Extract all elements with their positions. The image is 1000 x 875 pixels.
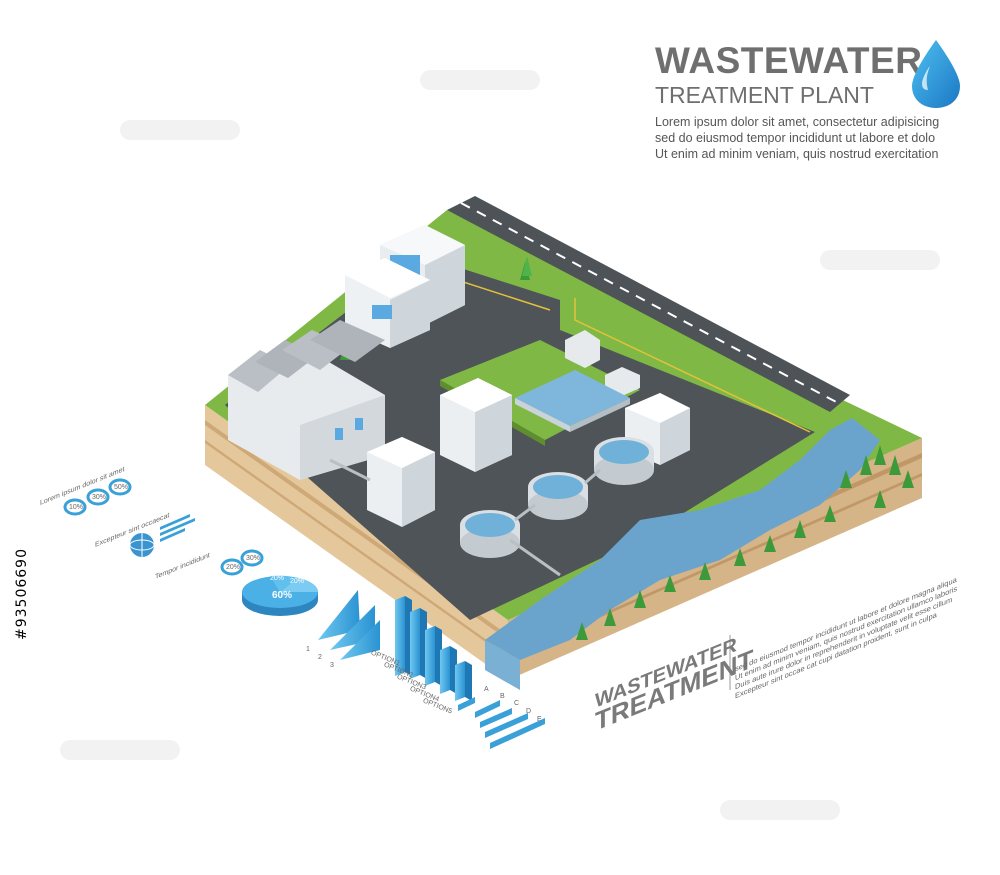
number-label: 1	[306, 646, 310, 653]
letter-label: E	[537, 716, 542, 723]
mini-bars	[160, 514, 195, 542]
pie-chart	[242, 575, 318, 616]
title-main: WASTEWATER	[655, 40, 923, 81]
pie-label: 60%	[272, 590, 293, 601]
small-units	[565, 330, 640, 396]
ring-label: 30%	[92, 494, 107, 501]
yard-line-2	[574, 298, 811, 433]
bar-chart	[395, 596, 472, 701]
area-chart	[318, 590, 380, 660]
horizontal-bars	[458, 697, 545, 749]
river-bank	[485, 640, 520, 690]
globe-icon	[129, 533, 155, 557]
desc-line: sed do eiusmod tempor incididunt ut labo…	[655, 131, 936, 145]
letter-label: C	[514, 700, 520, 707]
warehouse	[228, 320, 385, 480]
title-description: Lorem ipsum dolor sit amet, consectetur …	[655, 114, 975, 162]
desc-line: Lorem ipsum dolor sit amet, consectetur …	[655, 115, 940, 129]
letter-label: D	[526, 708, 532, 715]
water-drop-icon	[912, 40, 960, 108]
number-label: 3	[330, 662, 334, 669]
letter-label: A	[484, 686, 489, 693]
river	[485, 418, 880, 660]
infographic-rings	[63, 478, 264, 576]
pie-label: 20%	[270, 575, 285, 582]
title-sub: TREATMENT PLANT	[655, 82, 874, 108]
process-building-2	[367, 437, 435, 527]
ring-label: 50%	[114, 484, 129, 491]
process-building-1	[440, 378, 512, 472]
desc-line: Ut enim ad minim veniam, quis nostrud ex…	[655, 147, 939, 161]
settling-basins	[515, 370, 630, 432]
number-label: 2	[318, 654, 322, 661]
watermark	[60, 70, 940, 820]
ring-label: 10%	[69, 504, 84, 511]
office-building	[345, 225, 465, 348]
pie-label: 20%	[290, 578, 305, 585]
stock-id: #93506690	[14, 548, 30, 640]
clarifier-tanks	[460, 437, 654, 558]
pipes	[329, 458, 601, 577]
letter-label: B	[500, 693, 505, 700]
small-ring-label: 30%	[246, 555, 261, 562]
small-ring-label: 20%	[226, 564, 241, 571]
